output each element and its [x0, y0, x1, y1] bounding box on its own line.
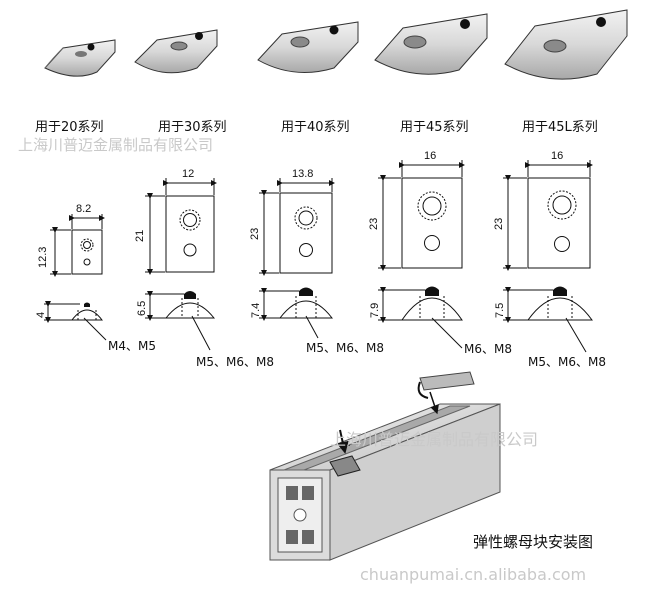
nut-render-30: [134, 29, 218, 74]
thread-label-30: M5、M6、M8: [196, 355, 274, 369]
series-label-20: 用于20系列: [35, 120, 104, 135]
installation-caption: 弹性螺母块安装图: [473, 533, 593, 551]
nut-render-45L: [504, 9, 628, 80]
height-dim-40: 23: [249, 228, 261, 240]
thread-label-40: M5、M6、M8: [306, 341, 384, 355]
profile-height-45: 7.9: [369, 303, 381, 318]
front-view-30: [145, 178, 217, 275]
front-view-20: [50, 214, 105, 277]
width-dim-30: 12: [182, 168, 194, 180]
profile-view-40: [259, 287, 334, 339]
profile-view-45: [378, 286, 463, 349]
watermark-bottom: chuanpumai.cn.alibaba.com: [360, 565, 586, 584]
profile-height-20: 4: [35, 312, 47, 318]
front-view-45: [378, 160, 465, 271]
profile-view-20: [44, 301, 107, 341]
nut-render-40: [257, 21, 359, 73]
nut-render-20: [44, 39, 116, 77]
profile-view-30: [145, 291, 216, 351]
profile-view-45L: [503, 286, 593, 353]
width-dim-45L: 16: [551, 150, 563, 162]
thread-label-45L: M5、M6、M8: [528, 355, 606, 369]
profile-height-30: 6.5: [136, 301, 148, 316]
watermark-mid: 上海川普迈金属制品有限公司: [330, 430, 538, 449]
series-label-30: 用于30系列: [158, 120, 227, 135]
front-view-40: [259, 178, 335, 276]
nut-render-45: [374, 13, 488, 75]
thread-label-45: M6、M8: [464, 342, 512, 356]
front-view-45L: [503, 160, 593, 271]
profile-height-45L: 7.5: [494, 303, 506, 318]
width-dim-20: 8.2: [76, 203, 91, 215]
profile-height-40: 7.4: [250, 303, 262, 318]
width-dim-40: 13.8: [292, 168, 313, 180]
installation-illustration: [269, 371, 501, 561]
series-label-40: 用于40系列: [281, 120, 350, 135]
series-label-45L: 用于45L系列: [522, 120, 598, 135]
watermark-top: 上海川普迈金属制品有限公司: [18, 136, 213, 154]
width-dim-45: 16: [424, 150, 436, 162]
height-dim-45: 23: [368, 218, 380, 230]
thread-label-20: M4、M5: [108, 339, 156, 353]
height-dim-30: 21: [134, 230, 146, 242]
series-label-45: 用于45系列: [400, 120, 469, 135]
height-dim-45L: 23: [493, 218, 505, 230]
height-dim-20: 12.3: [37, 247, 49, 268]
